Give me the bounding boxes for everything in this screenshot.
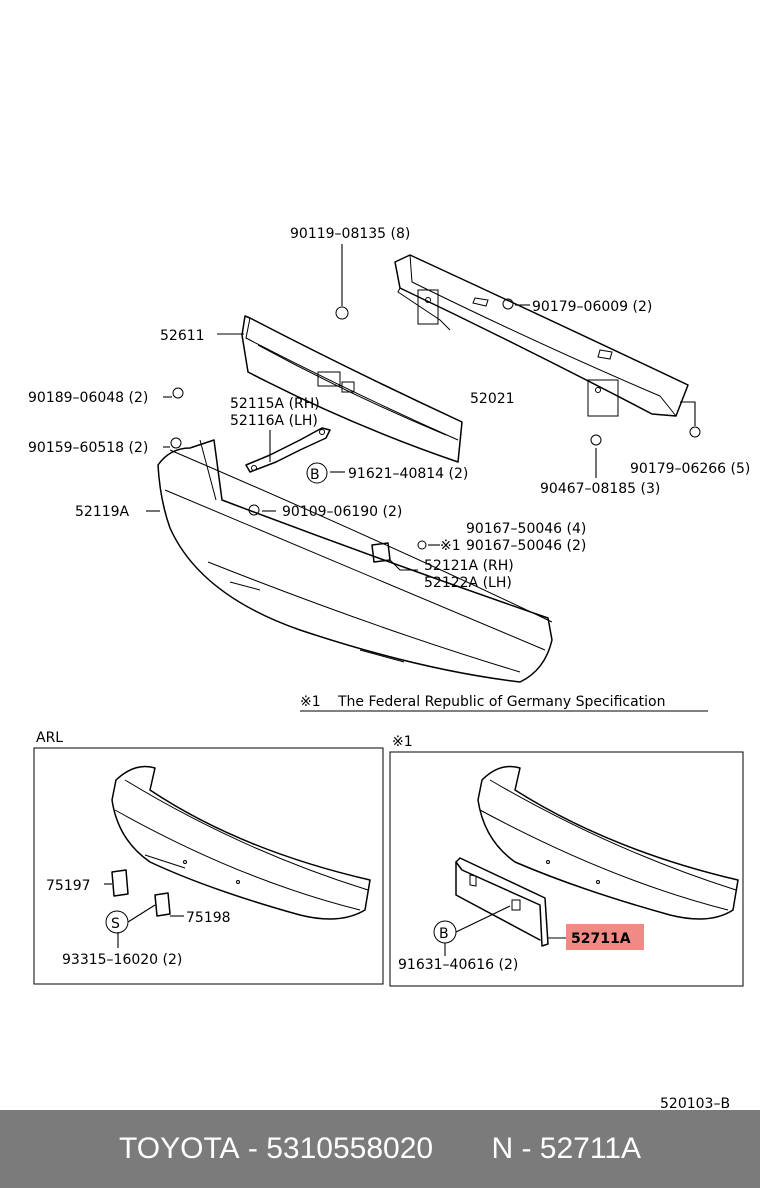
label-screw-center: 90109–06190 (2): [282, 504, 402, 520]
label-clip-a-ger-mark: ※1: [440, 538, 461, 554]
circle-b-text: B: [310, 467, 320, 483]
circle-b-marker: [306, 462, 328, 484]
inset-arl-bracket-2: [154, 892, 171, 917]
label-bolt-b: 91621–40814 (2): [348, 466, 468, 482]
inset-arl-circle-s: [105, 910, 129, 934]
bumper-cover: [157, 439, 553, 683]
footer-sep-2: -: [513, 1132, 540, 1165]
part-info-footer: TOYOTA - 5310558020 N - 52711A: [0, 1110, 760, 1188]
label-bracket-rh: 52121A (RH): [424, 558, 514, 574]
label-bumper-cover: 52119A: [75, 504, 130, 520]
inset-ger-frame: [389, 751, 744, 987]
inset-ger-part-1: 91631–40616 (2): [398, 957, 518, 973]
inset-ger-circle-b-text: B: [439, 926, 449, 942]
label-stay-lh: 52116A (LH): [230, 413, 318, 429]
inset-ger-highlighted-part[interactable]: 52711A: [571, 931, 631, 947]
label-bolt-right: 90467–08185 (3): [540, 481, 660, 497]
label-clip-left: 90159–60518 (2): [28, 440, 148, 456]
highlight-box: [566, 924, 644, 950]
footer-brand: TOYOTA: [118, 1132, 240, 1165]
inset-ger-label: ※1: [392, 734, 413, 750]
inset-arl-part-1: 75197: [46, 878, 91, 894]
inset-arl-frame: [33, 747, 384, 985]
footer-n-label: N: [491, 1132, 514, 1165]
label-clip-top-right: 90179–06009 (2): [532, 299, 652, 315]
inset-arl-part-2: 75198: [186, 910, 231, 926]
inset-arl-bracket-1: [111, 869, 129, 897]
footer-part-number: 5310558020: [266, 1132, 434, 1165]
label-stay-rh: 52115A (RH): [230, 396, 320, 412]
bumper-reinforcement: [394, 254, 689, 417]
label-bolt-top: 90119–08135 (8): [290, 226, 410, 242]
bumper-stays: [245, 427, 331, 473]
footer-gap: [433, 1132, 491, 1166]
inset-arl-circle-s-text: S: [111, 916, 120, 932]
inset-ger-bumper: [477, 765, 739, 920]
label-absorber: 52611: [160, 328, 205, 344]
footer-ref: 52711A: [539, 1132, 642, 1165]
inset-arl-label: ARL: [36, 730, 63, 746]
label-clip-a-ger: 90167–50046 (2): [466, 538, 586, 554]
fasteners: [170, 298, 701, 550]
label-nut-left: 90189–06048 (2): [28, 390, 148, 406]
footer-sep-1: -: [239, 1132, 267, 1165]
diagram-code: 520103–B: [660, 1096, 730, 1110]
label-bracket-lh: 52122A (LH): [424, 575, 512, 591]
label-clip-right: 90179–06266 (5): [630, 461, 750, 477]
inset-arl-part-3: 93315–16020 (2): [62, 952, 182, 968]
label-reinforcement: 52021: [470, 391, 515, 407]
bumper-absorber: [241, 315, 463, 463]
footnote-text: The Federal Republic of Germany Specific…: [337, 694, 665, 710]
license-plate-bracket: [455, 857, 549, 947]
parts-diagram: 90119–08135 (8) 90179–06009 (2) 52611 52…: [28, 226, 750, 1110]
leader-lines: [146, 244, 696, 571]
inset-arl-bumper: [111, 765, 371, 920]
label-clip-a: 90167–50046 (4): [466, 521, 586, 537]
footnote-mark: ※1: [300, 694, 321, 710]
